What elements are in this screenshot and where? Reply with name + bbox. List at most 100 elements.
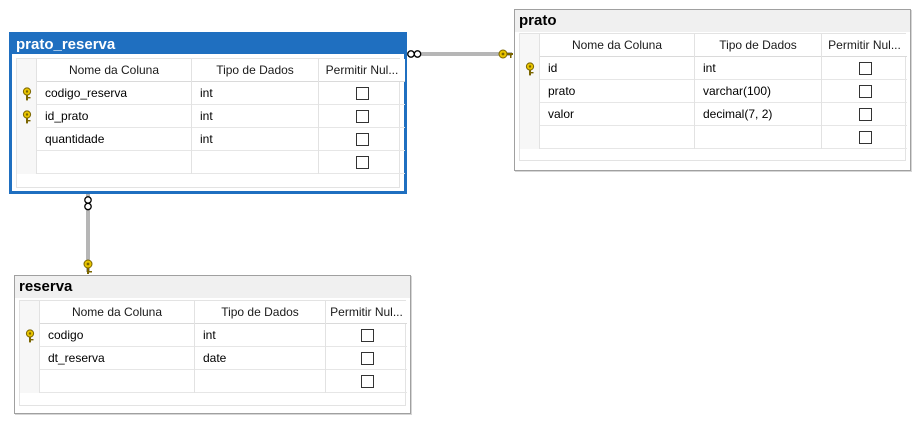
data-type-cell[interactable]: decimal(7, 2)	[695, 103, 822, 126]
column-name-cell[interactable]: valor	[540, 103, 695, 126]
column-name-cell[interactable]	[40, 370, 195, 393]
row-selector-header	[17, 59, 37, 82]
row-selector-header	[20, 301, 40, 324]
data-type-cell[interactable]	[192, 151, 319, 174]
allow-nulls-cell[interactable]	[822, 126, 907, 149]
allow-nulls-checkbox[interactable]	[360, 329, 374, 342]
row-selector[interactable]	[17, 105, 37, 128]
row-selector[interactable]	[520, 103, 540, 126]
header-data-type[interactable]: Tipo de Dados	[195, 301, 326, 324]
allow-nulls-checkbox[interactable]	[356, 133, 369, 146]
column-row[interactable]	[20, 370, 407, 393]
allow-nulls-checkbox[interactable]	[356, 110, 369, 123]
allow-nulls-checkbox[interactable]	[858, 85, 872, 98]
infinity-end-icon	[84, 196, 92, 211]
key-end-icon	[83, 259, 93, 274]
row-selector[interactable]	[17, 128, 37, 151]
header-allow-nulls[interactable]: Permitir Nul...	[325, 63, 399, 77]
column-name-cell[interactable]: dt_reserva	[40, 347, 195, 370]
header-allow-nulls[interactable]: Permitir Nul...	[828, 38, 901, 52]
primary-key-icon	[21, 86, 33, 101]
relationship-prato-reserva-reserva[interactable]	[83, 194, 93, 274]
row-selector[interactable]	[20, 324, 40, 347]
allow-nulls-checkbox[interactable]	[356, 87, 369, 100]
column-name-cell[interactable]	[37, 151, 192, 174]
column-name-cell[interactable]: codigo	[40, 324, 195, 347]
data-type-cell[interactable]	[695, 126, 822, 149]
row-selector[interactable]	[17, 82, 37, 105]
row-selector[interactable]	[520, 80, 540, 103]
allow-nulls-cell[interactable]	[319, 151, 405, 174]
allow-nulls-checkbox[interactable]	[858, 108, 872, 121]
allow-nulls-cell[interactable]	[822, 57, 907, 80]
header-data-type[interactable]: Tipo de Dados	[695, 34, 822, 57]
column-name-cell[interactable]: id	[540, 57, 695, 80]
table-title: prato_reserva	[12, 35, 404, 54]
data-type-cell[interactable]: varchar(100)	[695, 80, 822, 103]
primary-key-icon	[24, 328, 36, 343]
allow-nulls-checkbox[interactable]	[858, 62, 872, 75]
allow-nulls-cell[interactable]	[319, 105, 405, 128]
row-selector[interactable]	[20, 370, 40, 393]
data-type-cell[interactable]: date	[195, 347, 326, 370]
row-selector[interactable]	[20, 347, 40, 370]
data-type-cell[interactable]: int	[695, 57, 822, 80]
allow-nulls-checkbox[interactable]	[858, 131, 872, 144]
allow-nulls-checkbox[interactable]	[356, 156, 369, 169]
column-name-cell[interactable]: prato	[540, 80, 695, 103]
allow-nulls-cell[interactable]	[319, 128, 405, 151]
allow-nulls-cell[interactable]	[319, 82, 405, 105]
row-selector[interactable]	[17, 151, 37, 174]
table-title: reserva	[15, 276, 410, 298]
row-selector[interactable]	[520, 126, 540, 149]
header-column-name[interactable]: Nome da Coluna	[40, 301, 195, 324]
data-type-cell[interactable]: int	[192, 105, 319, 128]
infinity-end-icon	[407, 50, 422, 58]
primary-key-icon	[524, 61, 536, 76]
header-column-name[interactable]: Nome da Coluna	[540, 34, 695, 57]
row-selector-header	[520, 34, 540, 57]
column-row[interactable]	[520, 126, 907, 149]
column-name-cell[interactable]: id_prato	[37, 105, 192, 128]
data-type-cell[interactable]: int	[195, 324, 326, 347]
allow-nulls-checkbox[interactable]	[360, 375, 374, 388]
column-row[interactable]	[17, 151, 405, 174]
header-column-name[interactable]: Nome da Coluna	[37, 59, 192, 82]
header-allow-nulls[interactable]: Permitir Nul...	[330, 305, 403, 319]
column-name-cell[interactable]: quantidade	[37, 128, 192, 151]
allow-nulls-cell[interactable]	[822, 80, 907, 103]
primary-key-icon	[21, 109, 33, 124]
table-title: prato	[515, 10, 910, 32]
allow-nulls-cell[interactable]	[326, 347, 407, 370]
data-type-cell[interactable]: int	[192, 82, 319, 105]
header-data-type[interactable]: Tipo de Dados	[192, 59, 319, 82]
allow-nulls-checkbox[interactable]	[360, 352, 374, 365]
data-type-cell[interactable]	[195, 370, 326, 393]
data-type-cell[interactable]: int	[192, 128, 319, 151]
key-end-icon	[498, 49, 513, 59]
column-name-cell[interactable]	[540, 126, 695, 149]
row-selector[interactable]	[520, 57, 540, 80]
column-name-cell[interactable]: codigo_reserva	[37, 82, 192, 105]
allow-nulls-cell[interactable]	[326, 370, 407, 393]
relationship-prato-reserva-prato[interactable]	[406, 49, 513, 59]
allow-nulls-cell[interactable]	[326, 324, 407, 347]
allow-nulls-cell[interactable]	[822, 103, 907, 126]
